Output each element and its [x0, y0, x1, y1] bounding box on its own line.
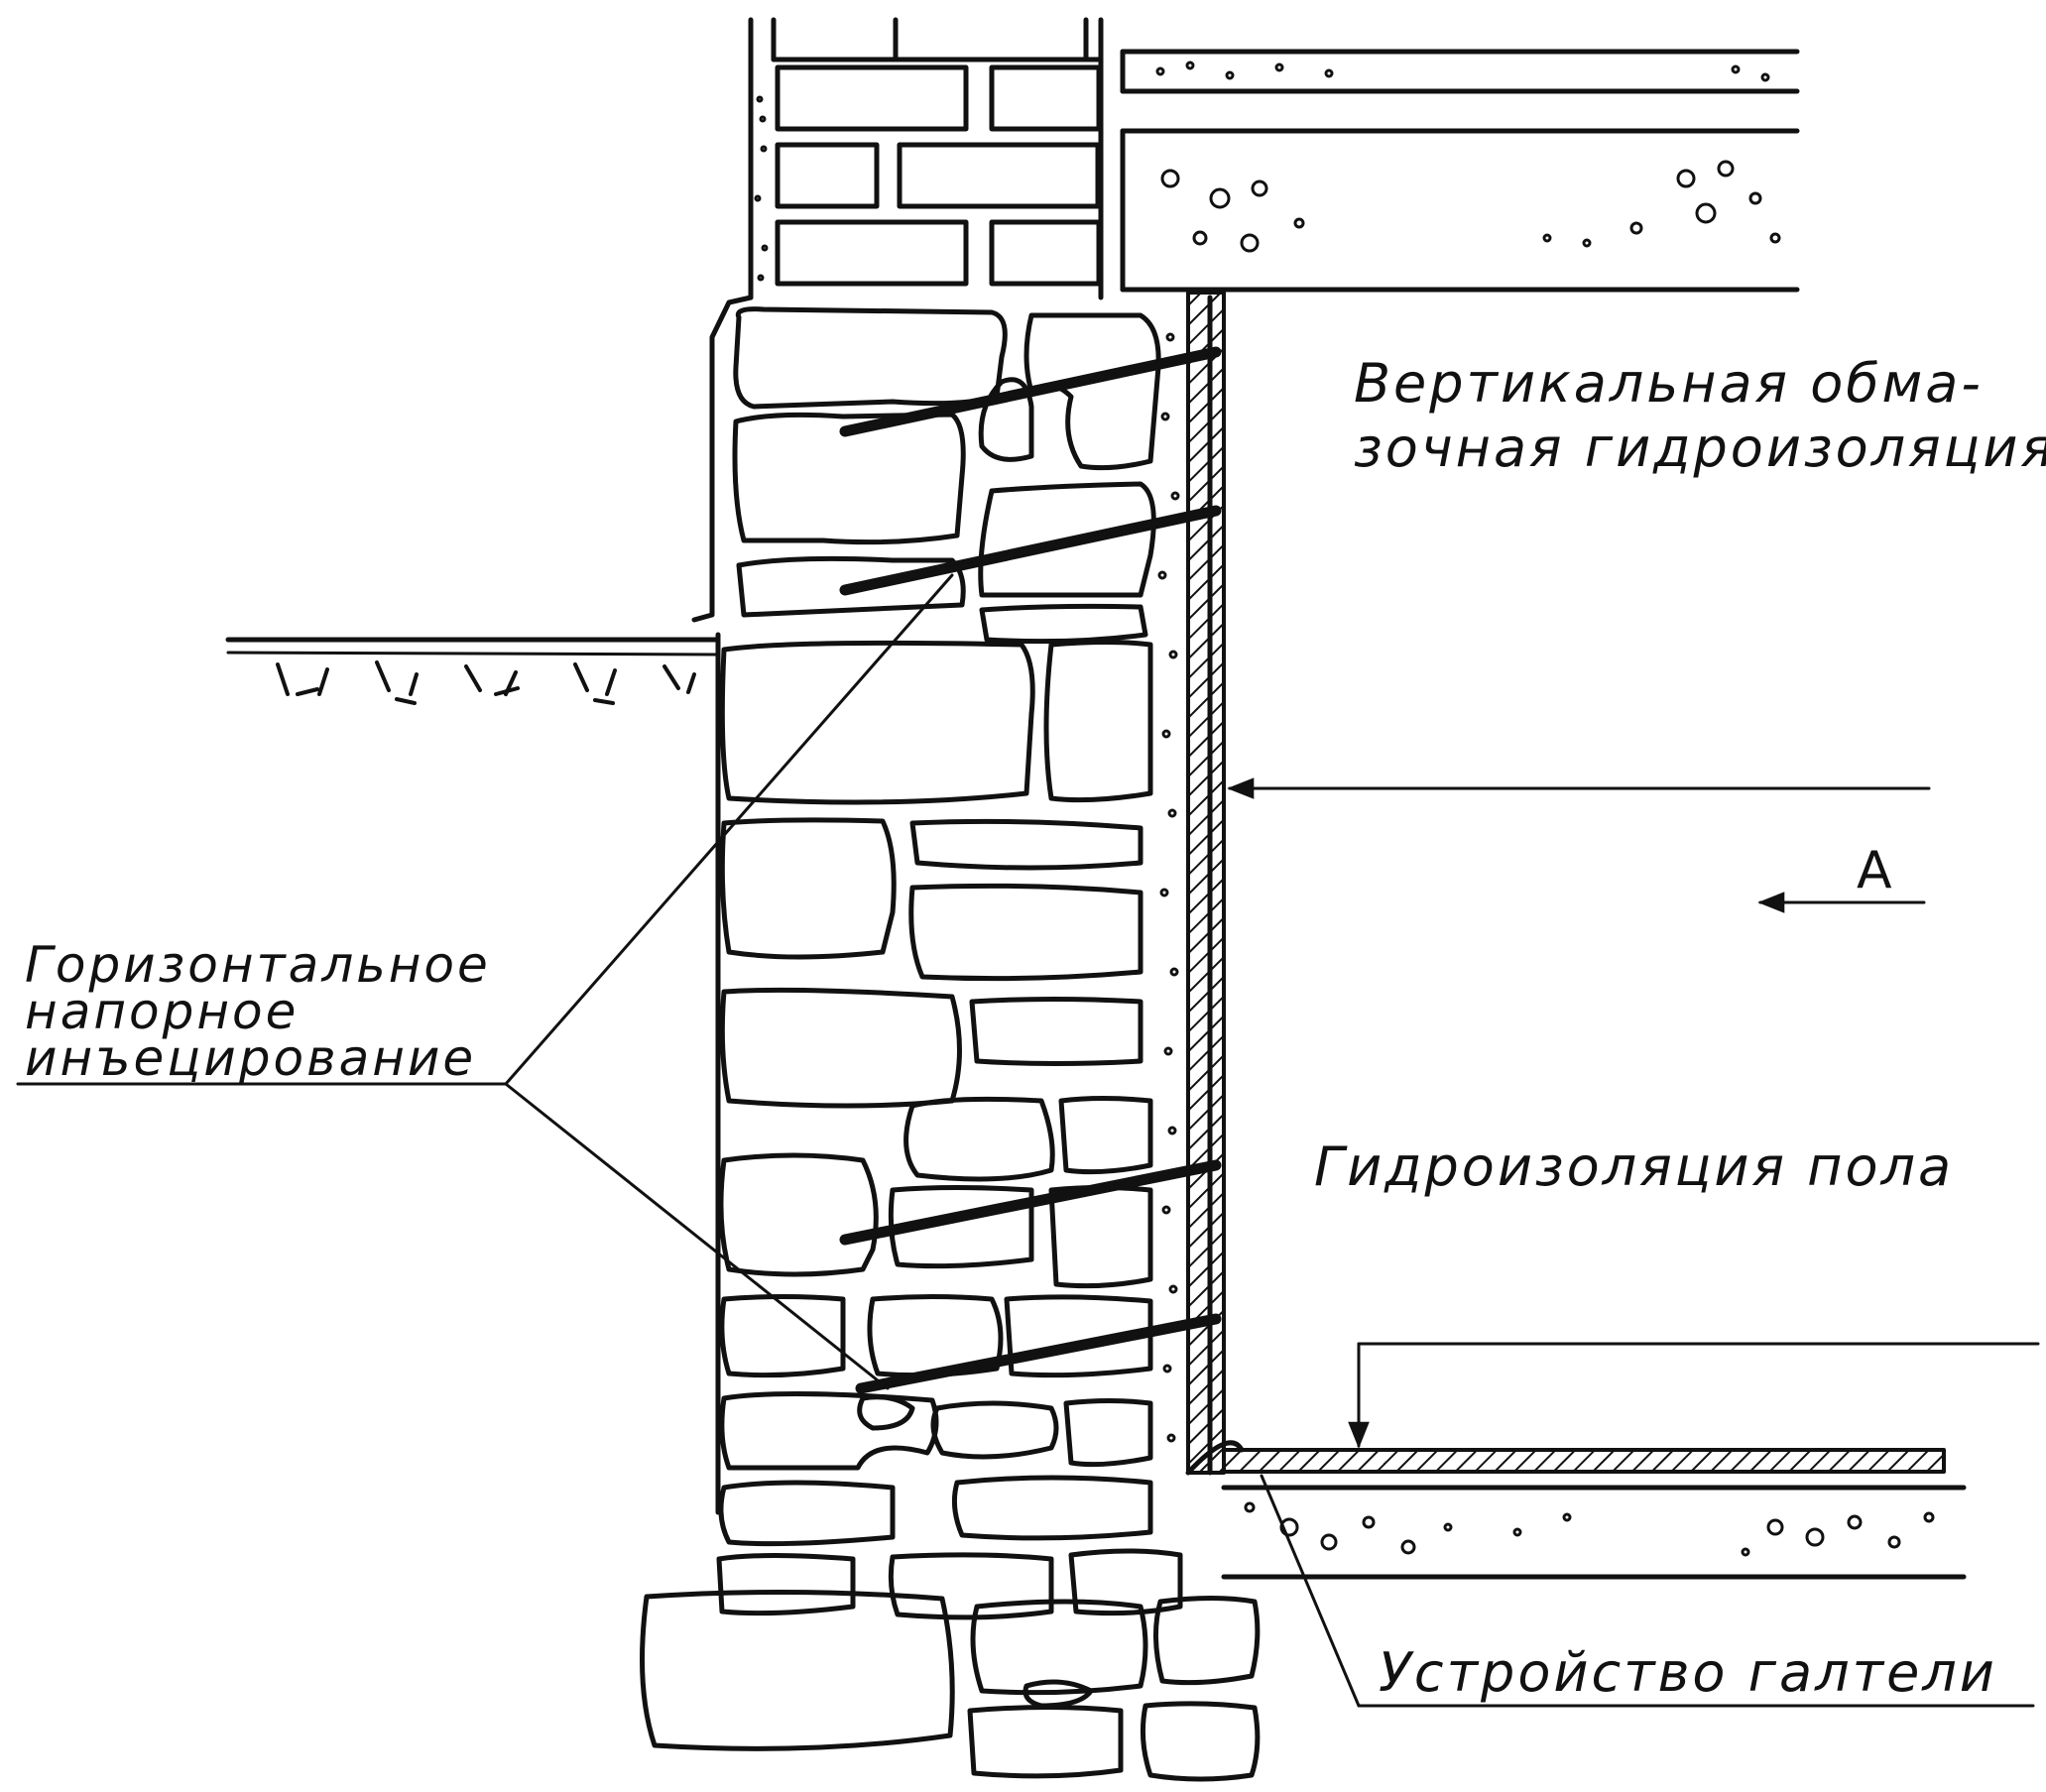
upper-floor-slab [1120, 49, 1800, 293]
horizontal-injection-label-line2: напорное [25, 983, 299, 1040]
ground-surface [225, 637, 721, 705]
injection-rods [839, 346, 1222, 1394]
leader-lines [16, 573, 2040, 1708]
horizontal-injection-label-line1: Горизонтальное [25, 936, 491, 994]
floor-waterproofing-label: Гидроизоляция пола [1314, 1135, 1954, 1198]
vertical-coating-label-line2: зочная гидроизоляция [1354, 417, 2046, 479]
vertical-coating-label-line1: Вертикальная обма- [1354, 352, 1984, 415]
brick-wall [748, 17, 1104, 300]
horizontal-injection-label-line3: инъецирование [25, 1029, 476, 1087]
view-marker-label: A [1857, 841, 1892, 900]
basement-floor [1185, 1440, 1967, 1580]
rubble-foundation [640, 295, 1261, 1782]
fillet-label: Устройство галтели [1379, 1641, 1997, 1704]
vertical-coating-layer [1157, 291, 1226, 1475]
